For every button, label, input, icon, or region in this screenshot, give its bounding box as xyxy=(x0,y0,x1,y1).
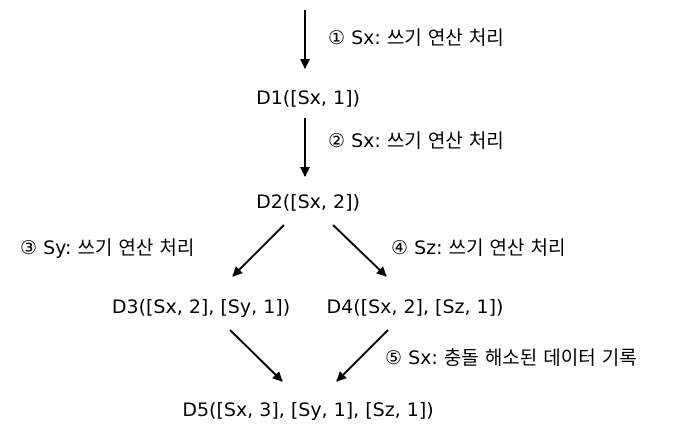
arrow-d3-to-d5 xyxy=(229,329,283,382)
arrow-d2-to-d3 xyxy=(232,224,285,277)
edge-label-5: ⑤ Sx: 충돌 해소된 데이터 기록 xyxy=(385,347,637,369)
arrow-d4-to-d5 xyxy=(336,329,389,382)
edge-label-2: ② Sx: 쓰기 연산 처리 xyxy=(328,130,504,152)
node-d3: D3([Sx, 2], [Sy, 1]) xyxy=(111,296,291,318)
edge-label-3: ③ Sy: 쓰기 연산 처리 xyxy=(20,237,195,259)
node-d5: D5([Sx, 3], [Sy, 1], [Sz, 1]) xyxy=(182,399,434,421)
node-d1: D1([Sx, 1]) xyxy=(256,87,360,109)
edge-label-1: ① Sx: 쓰기 연산 처리 xyxy=(328,27,504,49)
node-d4: D4([Sx, 2], [Sz, 1]) xyxy=(326,296,504,318)
edge-label-4: ④ Sz: 쓰기 연산 처리 xyxy=(391,237,566,259)
arrow-d2-to-d4 xyxy=(332,224,387,277)
node-d2: D2([Sx, 2]) xyxy=(256,191,360,213)
